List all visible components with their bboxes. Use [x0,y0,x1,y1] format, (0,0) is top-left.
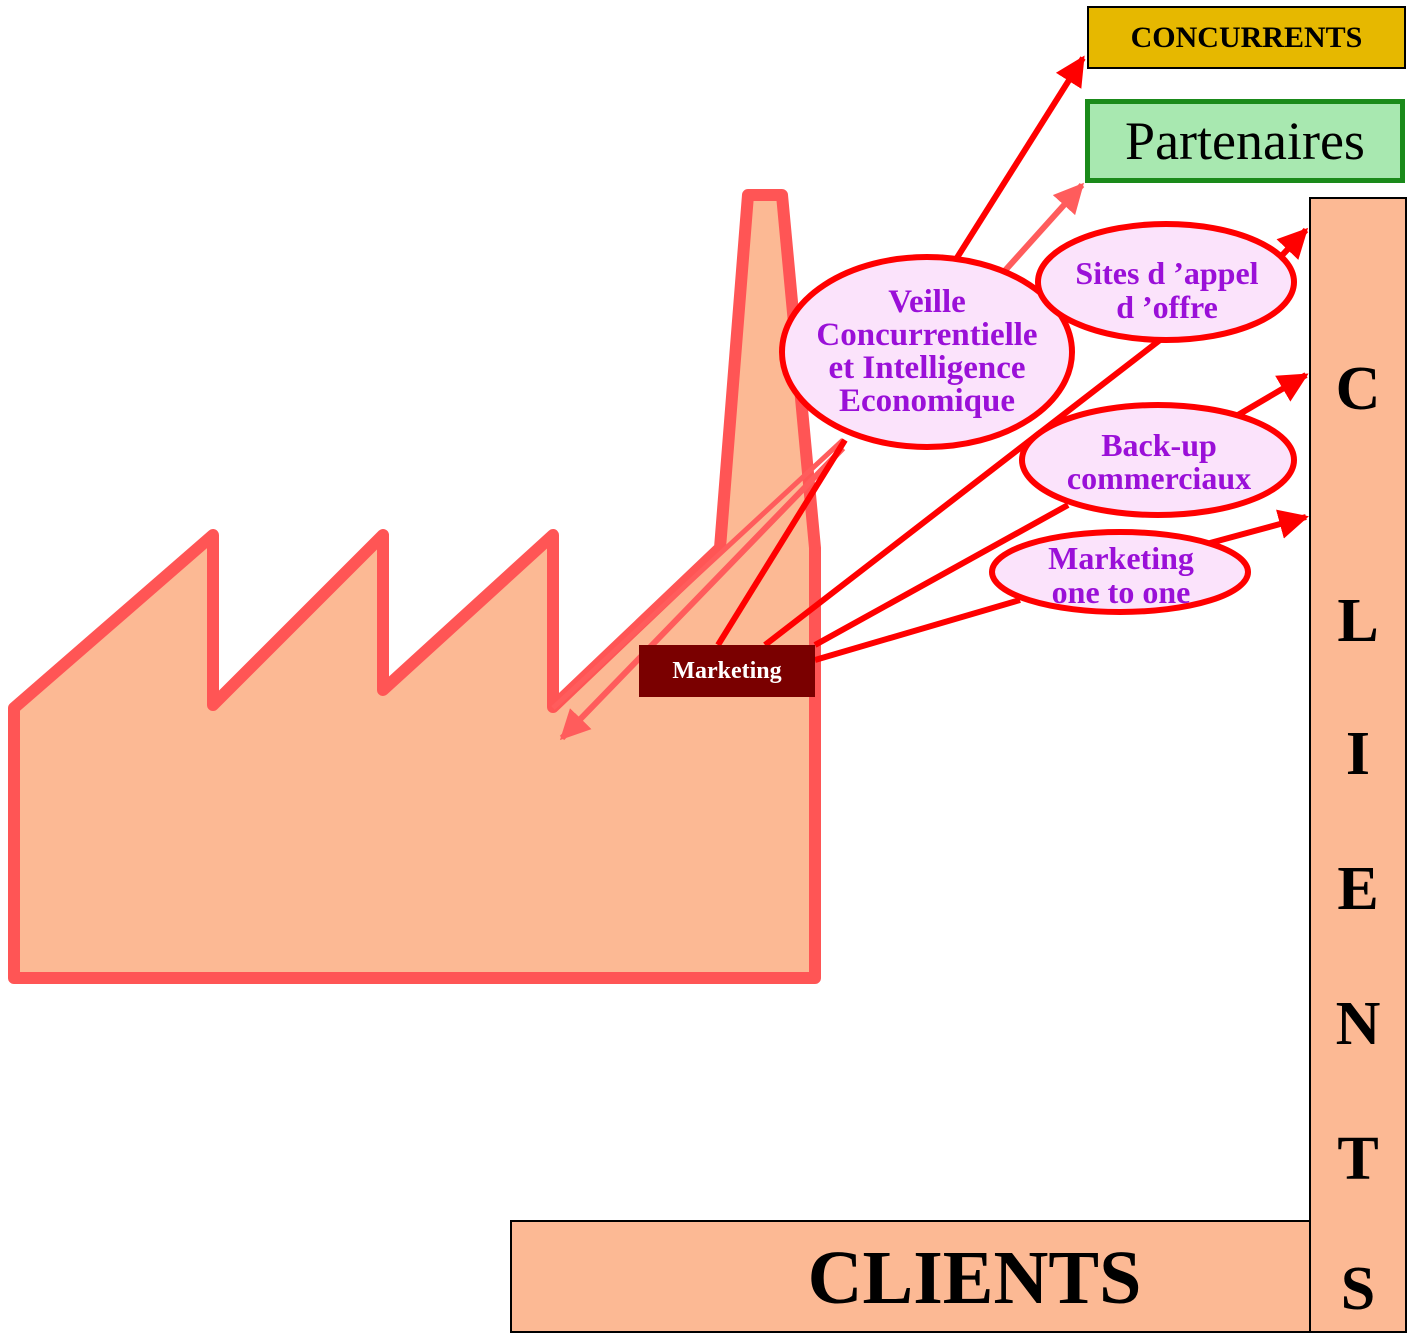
veille-line-1: Veille [888,284,966,320]
one-to-one-line-2: one to one [1051,574,1191,610]
concurrents-box: CONCURRENTS [1087,6,1406,69]
ellipse-backup [1019,402,1297,518]
arrow-feedback-inner [551,438,845,710]
veille-line-4: Economique [838,383,1016,419]
sites-line-1: Sites d ’appel [1075,255,1259,291]
sites-line-2: d ’offre [1116,289,1218,325]
clients-letter-c: C [1335,355,1381,423]
sites-label: Sites d ’appel d ’offre [1040,256,1294,324]
arrow-marketing-to-backup [813,502,1070,648]
clients-horizontal-label: CLIENTS [807,1236,1142,1320]
veille-line-2: Concurrentielle [816,317,1038,353]
arrow-partenaires-link [989,182,1085,288]
factory-shape [8,189,821,984]
one-to-one-label: Marketing one to one [994,541,1248,609]
clients-letter-n: N [1335,990,1381,1058]
clients-horizontal-box: CLIENTS [510,1220,1311,1333]
ellipse-sites [1035,221,1297,343]
one-to-one-line-1: Marketing [1048,540,1194,576]
partenaires-box: Partenaires [1085,99,1405,183]
veille-label: Veille Concurrentielle et Intelligence E… [782,286,1072,418]
partenaires-label: Partenaires [1125,111,1365,171]
clients-letter-l: L [1337,587,1379,655]
arrow-marketing-to-veille [715,438,848,647]
backup-label: Back-up commerciaux [1024,429,1294,495]
clients-letter-s: S [1340,1255,1376,1323]
clients-letter-e: E [1337,855,1379,923]
marketing-label: Marketing [672,657,782,684]
veille-line-3: et Intelligence [828,350,1026,386]
arrow-marketing-to-sites [763,337,1162,648]
arrow-backup-to-clients [1236,372,1309,418]
ellipse-one-to-one [989,529,1251,615]
backup-line-1: Back-up [1101,427,1217,463]
arrow-veille-to-concurrents [945,55,1086,274]
marketing-box: Marketing [639,645,815,697]
backup-line-2: commerciaux [1066,460,1252,496]
ellipse-veille [779,254,1075,450]
clients-letter-t: T [1337,1125,1379,1193]
arrow-one-to-one-to-clients [1209,509,1309,546]
arrow-marketing-to-one-to-one [814,597,1021,663]
concurrents-label: CONCURRENTS [1130,20,1363,54]
clients-letter-i: I [1345,720,1371,788]
arrow-partenaires-return [559,445,846,741]
clients-vertical-box: C L I E N T S [1309,197,1407,1333]
